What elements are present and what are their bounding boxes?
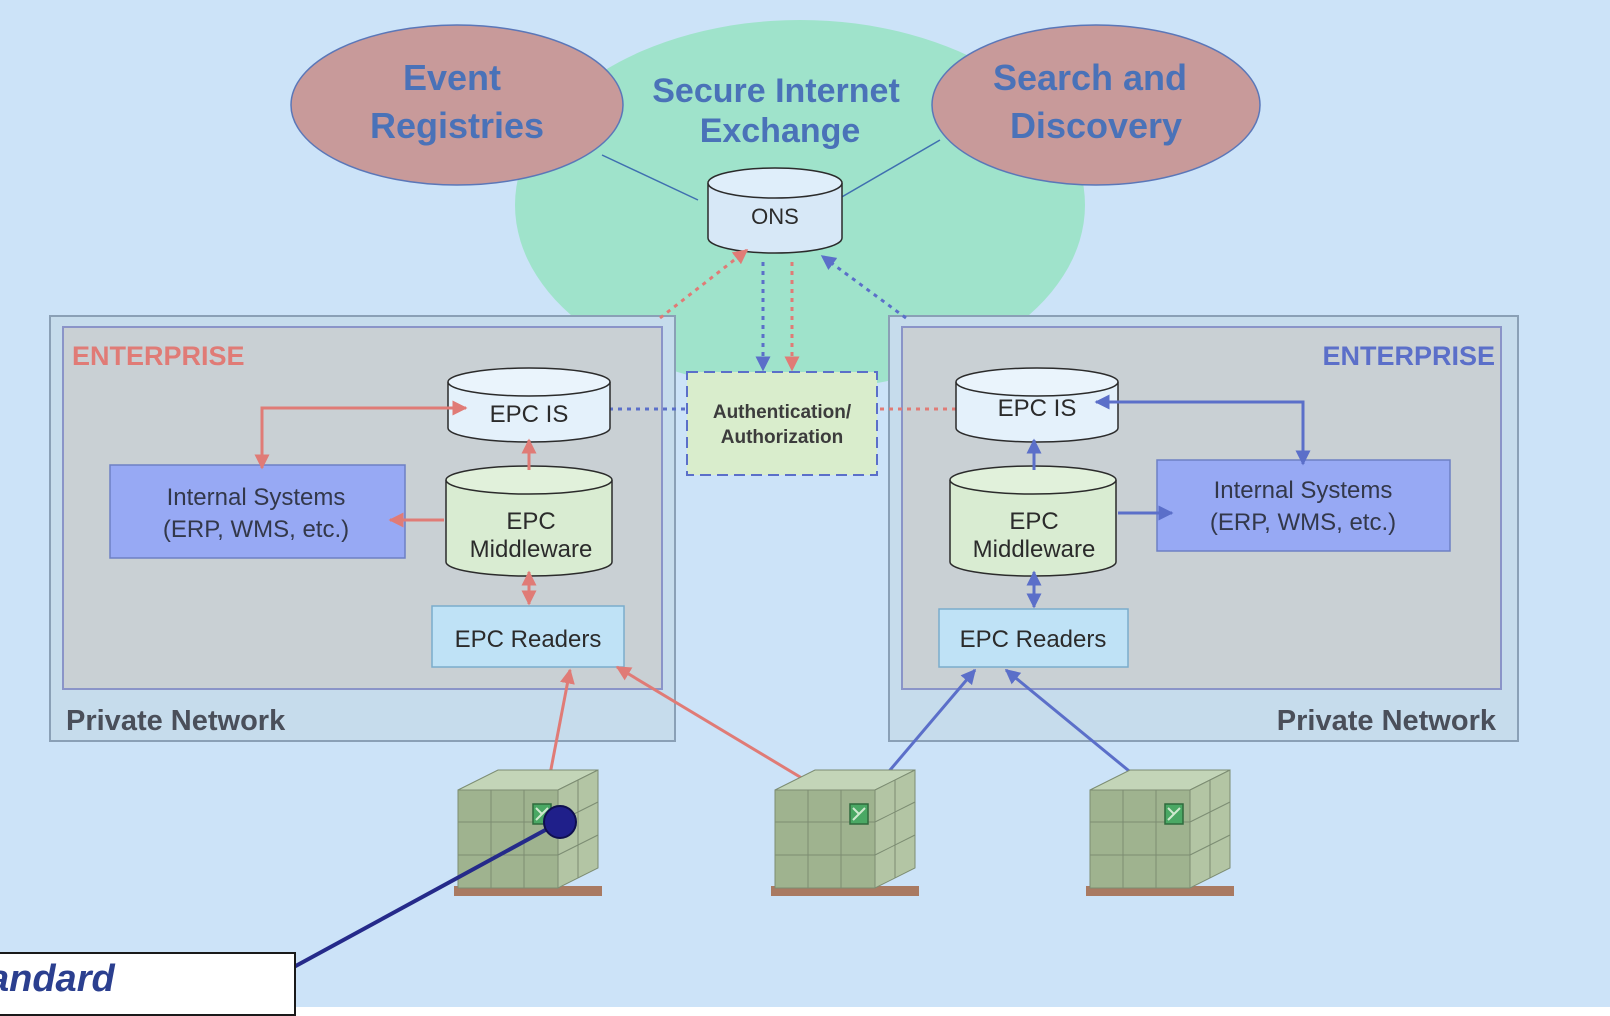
tag-dot: [543, 805, 577, 839]
left-reader-pallet2-arrow: [615, 665, 837, 800]
discovery-ons-link: [839, 139, 941, 199]
registries-ons-link: [601, 154, 699, 201]
right-middleware-database: [949, 465, 1117, 577]
right-epcis-database: [955, 367, 1119, 443]
right-middleware-line2: Middleware: [973, 536, 1096, 563]
search-discovery-line2: Discovery: [1010, 105, 1182, 146]
right-readers-box: [938, 608, 1129, 668]
left-ons-dotted-link: [659, 248, 749, 320]
right-enterprise-label: ENTERPRISE: [1322, 341, 1495, 371]
ons-label: ONS: [751, 204, 799, 229]
pallet-2-icon: [770, 769, 920, 897]
search-discovery-ellipse: [931, 24, 1261, 186]
right-internal-line2: (ERP, WMS, etc.): [1210, 509, 1396, 536]
event-registries-line2: Registries: [370, 105, 544, 146]
secure-exchange-line2: Exchange: [700, 112, 861, 150]
left-epcis-database: [447, 367, 611, 443]
left-epcis-label: EPC IS: [490, 401, 569, 428]
pallet-3-icon: [1085, 769, 1235, 897]
right-readers-label: EPC Readers: [960, 626, 1107, 653]
event-registries-line1: Event: [403, 57, 501, 98]
right-middleware-line1: EPC: [1009, 508, 1058, 535]
tag-standard-callout: Standard: [0, 952, 296, 1016]
left-middleware-line1: EPC: [506, 508, 555, 535]
auth-line1: Authentication/: [713, 402, 852, 423]
tag-callout-line: [291, 820, 561, 970]
left-internal-epcis-arrow: [254, 400, 468, 470]
left-internal-line2: (ERP, WMS, etc.): [163, 516, 349, 543]
left-enterprise-label: ENTERPRISE: [72, 341, 245, 371]
search-discovery-line1: Search and: [993, 57, 1187, 98]
left-readers-box: [431, 605, 625, 668]
right-private-network-label: Private Network: [1277, 705, 1497, 737]
pallet-1-icon: [453, 769, 603, 897]
right-epcis-label: EPC IS: [998, 395, 1077, 422]
auth-box: [686, 371, 878, 476]
left-readers-label: EPC Readers: [455, 626, 602, 653]
auth-line2: Authorization: [721, 427, 843, 448]
left-internal-systems-box: [109, 464, 406, 559]
callout-text: Standard: [0, 958, 115, 1000]
right-internal-systems-box: [1156, 459, 1451, 552]
right-internal-line1: Internal Systems: [1214, 477, 1393, 504]
event-registries-ellipse: [290, 24, 624, 186]
left-private-network-label: Private Network: [66, 705, 286, 737]
left-middleware-line2: Middleware: [470, 536, 593, 563]
secure-exchange-line1: Secure Internet: [652, 72, 900, 110]
ons-database: [707, 167, 843, 254]
right-epcis-internal-arrow: [1094, 394, 1311, 466]
left-internal-line1: Internal Systems: [167, 484, 346, 511]
